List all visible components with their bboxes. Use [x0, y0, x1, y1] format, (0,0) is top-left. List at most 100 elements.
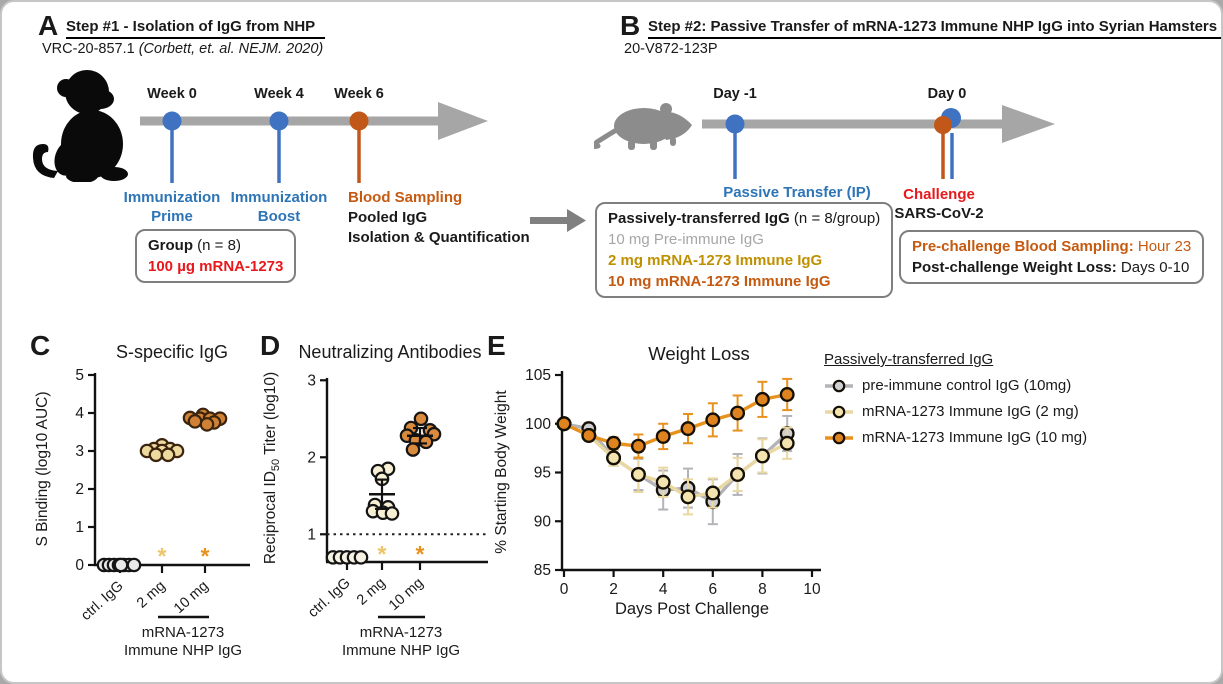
box1-title: Passively-transferred IgG — [608, 210, 790, 227]
challenge-virus: SARS-CoV-2 — [894, 205, 984, 222]
timeline-b-arrowhead — [1002, 105, 1055, 143]
legend-marker-gold-icon — [825, 405, 853, 419]
svg-text:2 mg: 2 mg — [134, 578, 169, 611]
svg-text:5: 5 — [75, 367, 84, 384]
svg-text:10 mg: 10 mg — [386, 575, 427, 614]
svg-text:4: 4 — [75, 405, 84, 422]
svg-text:mRNA-1273: mRNA-1273 — [360, 624, 443, 641]
chart-c-sig-2mg: * — [158, 543, 167, 569]
svg-text:85: 85 — [534, 562, 551, 579]
svg-text:0: 0 — [75, 557, 84, 574]
chart-d-sig-2mg: * — [378, 541, 387, 567]
box1-preimmune: 10 mg Pre-immune IgG — [608, 231, 764, 248]
svg-text:1: 1 — [75, 519, 84, 536]
box2-weightloss: Post-challenge Weight Loss: — [912, 259, 1117, 276]
group-dose: 100 µg mRNA-1273 — [148, 258, 284, 275]
svg-text:2: 2 — [307, 449, 316, 466]
timeline-a — [140, 102, 488, 183]
week0-label: Week 0 — [147, 86, 197, 102]
step-arrow-icon — [530, 209, 586, 232]
legend-marker-orange-icon — [825, 431, 853, 445]
legend-label-10mg: mRNA-1273 Immune IgG (10 mg) — [862, 429, 1088, 446]
legend-item-preimmune: pre-immune control IgG (10mg) — [824, 376, 1087, 396]
svg-text:ctrl. IgG: ctrl. IgG — [305, 575, 353, 621]
legend-marker-gray-icon — [825, 379, 853, 393]
svg-text:mRNA-1273: mRNA-1273 — [142, 624, 225, 641]
chart-c-ylabel: S Binding (log10 AUC) — [34, 391, 51, 546]
svg-text:Immune NHP IgG: Immune NHP IgG — [342, 642, 460, 659]
box1-title-n: (n = 8/group) — [789, 210, 881, 227]
svg-text:2: 2 — [609, 581, 618, 598]
legend-item-2mg: mRNA-1273 Immune IgG (2 mg) — [824, 402, 1087, 422]
chart-c-series-ctrlIgG — [96, 557, 142, 573]
legend-label-preimmune: pre-immune control IgG (10mg) — [862, 377, 1072, 394]
day0-dot-orange — [934, 116, 952, 134]
hamster-tail — [594, 126, 621, 149]
week4-dot — [269, 111, 289, 131]
legend-item-10mg: mRNA-1273 Immune IgG (10 mg) — [824, 428, 1087, 448]
svg-text:10: 10 — [803, 581, 821, 598]
group-box: Group (n = 8) 100 µg mRNA-1273 — [135, 229, 297, 283]
chart-d-ylabel: Reciprocal ID50 Titer (log10) — [262, 372, 282, 564]
timeline-b — [702, 105, 1055, 179]
box2-presampling-value: Hour 23 — [1133, 238, 1192, 255]
passive-transfer-label: Passive Transfer (IP) — [723, 184, 871, 201]
group-word: Group — [148, 237, 193, 254]
svg-text:4: 4 — [659, 581, 668, 598]
panel-b-subtitle: 20-V872-123P — [624, 41, 718, 57]
immunization-prime-label: Immunization Prime — [123, 189, 221, 225]
svg-text:95: 95 — [534, 465, 551, 482]
challenge-label: Challenge — [903, 186, 975, 203]
chart-d-series-ctrlIgG — [325, 550, 369, 565]
panel-a-study-id: VRC-20-857.1 — [42, 41, 139, 57]
panel-d-letter: D — [260, 330, 281, 361]
legend-label-2mg: mRNA-1273 Immune IgG (2 mg) — [862, 403, 1079, 420]
svg-text:Immune NHP IgG: Immune NHP IgG — [124, 642, 242, 659]
box1-10mg: 10 mg mRNA-1273 Immune IgG — [608, 273, 831, 290]
svg-text:10 mg: 10 mg — [171, 578, 212, 617]
svg-text:3: 3 — [75, 443, 84, 460]
chart-d-sig-10mg: * — [416, 541, 425, 567]
chart-c-title: S-specific IgG — [116, 342, 228, 362]
chart-d-title: Neutralizing Antibodies — [298, 342, 481, 362]
panel-b-letter: B — [620, 10, 641, 41]
panel-a-subtitle: VRC-20-857.1 (Corbett, et. al. NEJM. 202… — [42, 41, 323, 57]
week4-label: Week 4 — [254, 86, 304, 102]
svg-text:8: 8 — [758, 581, 767, 598]
chart-c-series-2mg — [139, 438, 185, 463]
hamster-icon — [594, 103, 692, 150]
panel-a-letter: A — [38, 10, 59, 41]
chart-c-sig-10mg: * — [201, 543, 210, 569]
week6-label: Week 6 — [334, 86, 384, 102]
chart-d-series-2mg — [365, 461, 400, 521]
panel-a-citation: (Corbett, et. al. NEJM. 2020) — [138, 41, 324, 57]
svg-text:90: 90 — [534, 513, 552, 530]
group-n: (n = 8) — [193, 237, 241, 254]
challenge-block: Challenge SARS-CoV-2 — [874, 185, 1004, 223]
day0-label: Day 0 — [927, 86, 967, 102]
svg-text:1: 1 — [307, 526, 316, 543]
svg-text:105: 105 — [525, 367, 551, 384]
chart-c-svg: S-specific IgG S Binding (log10 AUC) 0 1 2 3 4… — [34, 342, 250, 659]
panel-c-letter: C — [30, 330, 51, 361]
monkey-tail — [32, 144, 58, 178]
blood-sampling-label: Blood Sampling Pooled IgG Isolation & Qu… — [348, 189, 530, 246]
chart-e-legend: Passively-transferred IgG pre-immune con… — [824, 350, 1087, 448]
chart-e-title: Weight Loss — [648, 343, 749, 364]
svg-text:2 mg: 2 mg — [354, 575, 389, 608]
chart-e-series — [556, 416, 795, 516]
panel-b-title: Step #2: Passive Transfer of mRNA-1273 I… — [648, 18, 1221, 39]
svg-text:3: 3 — [307, 372, 316, 389]
day-minus1-label: Day -1 — [713, 86, 757, 102]
week0-dot — [162, 111, 182, 131]
chart-c-series-10mg — [182, 407, 228, 432]
week6-dot — [349, 111, 369, 131]
svg-text:2: 2 — [75, 481, 84, 498]
svg-text:100: 100 — [525, 416, 551, 433]
panel-a-title: Step #1 - Isolation of IgG from NHP — [66, 18, 326, 39]
box1-2mg: 2 mg mRNA-1273 Immune IgG — [608, 252, 823, 269]
